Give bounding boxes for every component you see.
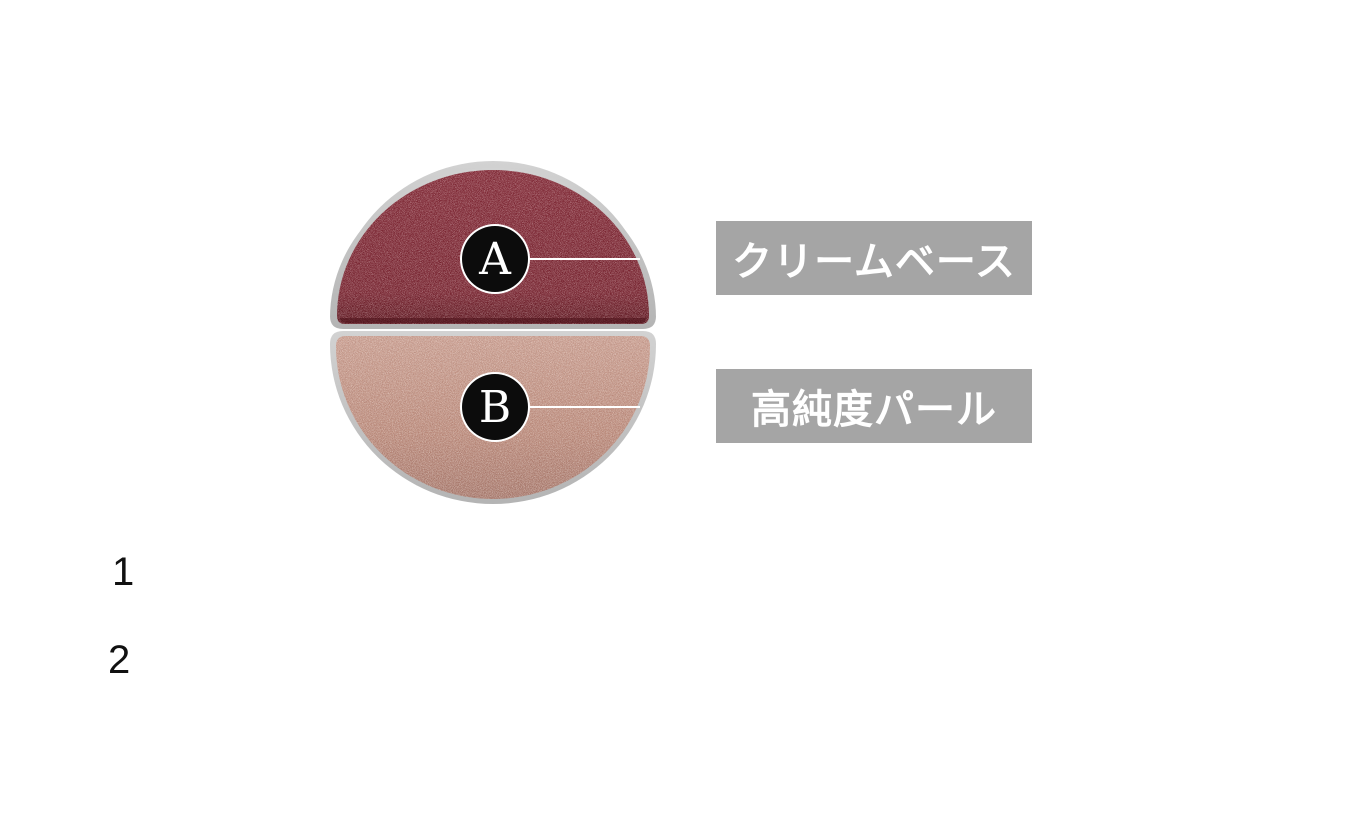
step-number-2: 2	[108, 638, 131, 682]
eyeshadow-palette-image	[330, 161, 656, 504]
marker-b-letter: B	[478, 382, 512, 433]
label-cream-base: クリームベース	[716, 221, 1032, 295]
marker-b-badge: B	[462, 374, 528, 440]
label-cream-base-text: クリームベース	[732, 239, 1016, 285]
marker-a-letter: A	[479, 234, 511, 285]
leader-line-a	[528, 258, 640, 260]
marker-a-badge: A	[462, 226, 528, 292]
step-number-1: 1	[112, 550, 135, 594]
label-high-purity-pearl-text: 高純度パール	[751, 387, 997, 433]
leader-line-b	[528, 406, 640, 408]
label-high-purity-pearl: 高純度パール	[716, 369, 1032, 443]
